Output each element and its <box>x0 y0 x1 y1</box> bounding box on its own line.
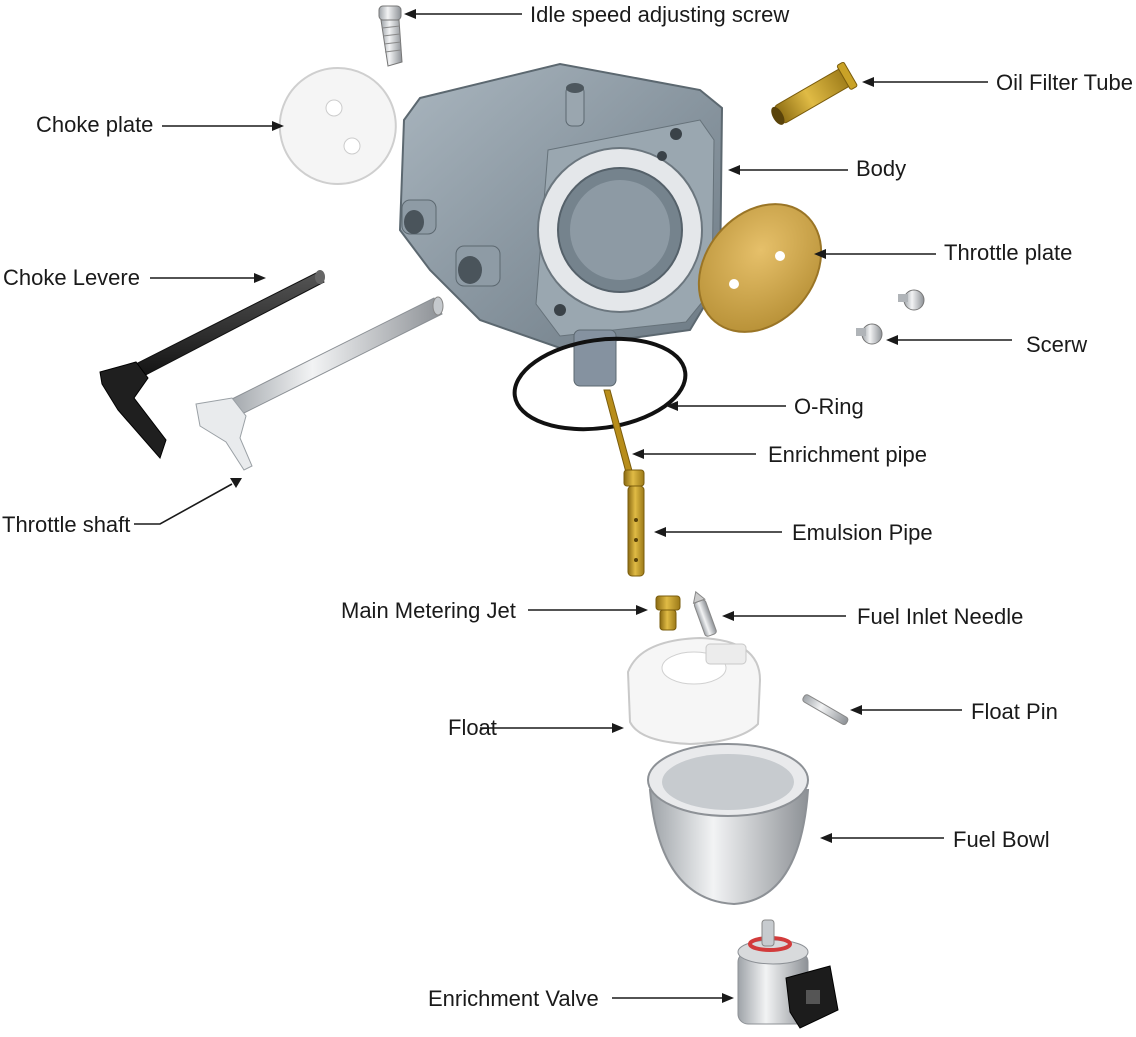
label-main-metering-jet: Main Metering Jet <box>341 598 516 623</box>
label-screw: Scerw <box>1026 332 1087 357</box>
emulsion-pipe-part <box>623 469 645 577</box>
labels: Idle speed adjusting screw Oil Filter Tu… <box>2 2 1133 1011</box>
idle-screw-part <box>378 5 403 67</box>
float-part <box>626 636 762 746</box>
carburetor-body-part <box>398 62 724 387</box>
throttle-shaft-part <box>195 296 444 471</box>
label-float: Float <box>448 715 497 740</box>
screws-part <box>856 289 925 345</box>
label-fuel-bowl: Fuel Bowl <box>953 827 1050 852</box>
oil-filter-tube-part <box>771 61 858 125</box>
label-enrichment-valve: Enrichment Valve <box>428 986 599 1011</box>
enrichment-pipe-part <box>603 389 635 481</box>
label-choke-plate: Choke plate <box>36 112 153 137</box>
label-body: Body <box>856 156 906 181</box>
o-ring-part <box>512 336 688 432</box>
label-idle-screw: Idle speed adjusting screw <box>530 2 789 27</box>
label-throttle-shaft: Throttle shaft <box>2 512 130 537</box>
label-oil-filter-tube: Oil Filter Tube <box>996 70 1133 95</box>
label-choke-lever: Choke Levere <box>3 265 140 290</box>
label-emulsion-pipe: Emulsion Pipe <box>792 520 933 545</box>
enrichment-valve-part <box>737 919 839 1029</box>
label-enrichment-pipe: Enrichment pipe <box>768 442 927 467</box>
main-metering-jet-part <box>655 595 681 631</box>
float-pin-part <box>802 694 849 725</box>
label-fuel-inlet-needle: Fuel Inlet Needle <box>857 604 1023 629</box>
leader-lines <box>134 9 1012 1003</box>
fuel-bowl-part <box>647 743 810 906</box>
fuel-inlet-needle-part <box>692 590 717 637</box>
choke-plate-part <box>278 66 397 185</box>
label-float-pin: Float Pin <box>971 699 1058 724</box>
throttle-plate-part <box>697 203 823 333</box>
label-throttle-plate: Throttle plate <box>944 240 1072 265</box>
choke-lever-part <box>99 270 325 459</box>
label-o-ring: O-Ring <box>794 394 864 419</box>
